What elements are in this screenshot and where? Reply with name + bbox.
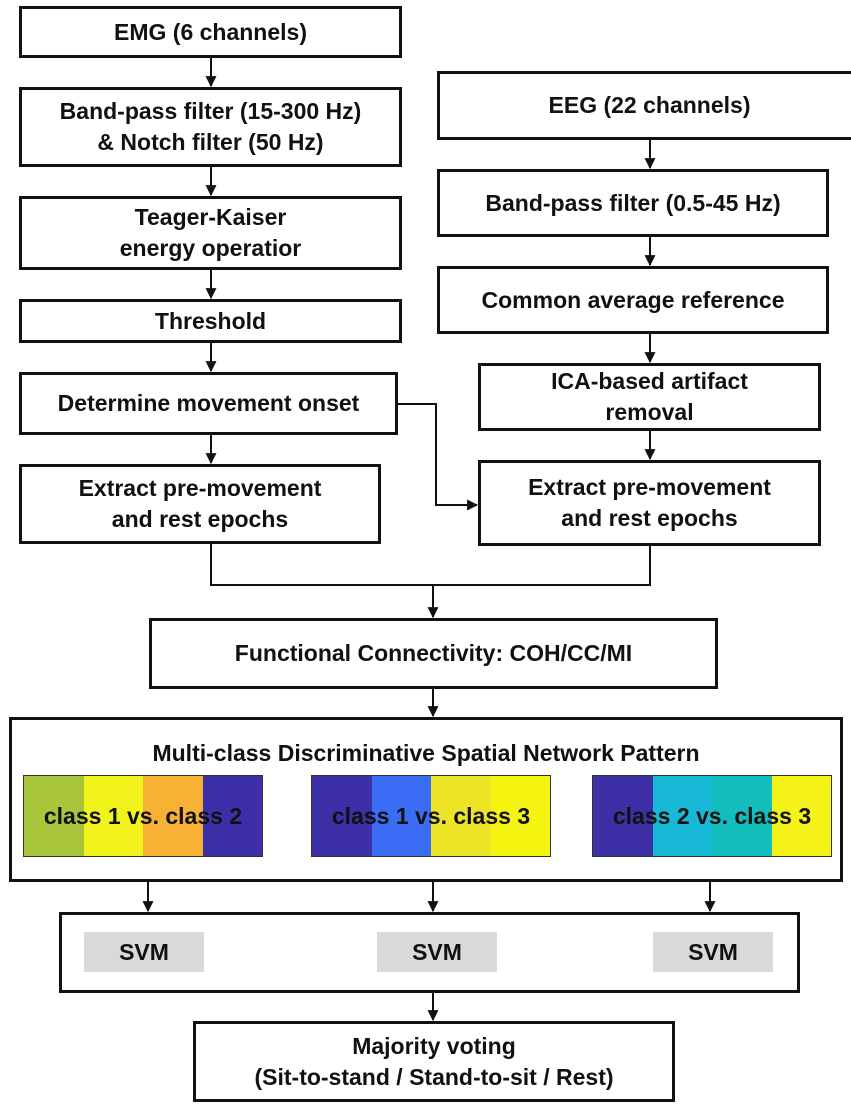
strip-segment — [312, 776, 372, 856]
strip-segment — [652, 776, 712, 856]
emg-source-box: EMG (6 channels) — [19, 6, 402, 58]
emg-epochs-line-2: and rest epochs — [111, 506, 289, 532]
eeg-source-box: EEG (22 channels) — [437, 71, 851, 140]
emg-source-line-1: EMG (6 channels) — [114, 18, 307, 45]
voting-line-2: (Sit-to-stand / Stand-to-sit / Rest) — [254, 1063, 614, 1090]
emg-filter-line-2: & Notch filter (50 Hz) — [97, 129, 324, 155]
emg-epochs-box: Extract pre-movement and rest epochs — [19, 464, 381, 544]
threshold-line-1: Threshold — [154, 307, 267, 334]
connectivity-box: Functional Connectivity: COH/CC/MI — [149, 618, 718, 689]
arrow-onset-to-eeg-epochs — [398, 403, 479, 511]
ica-line-2: removal — [605, 399, 694, 425]
eeg-source-line-1: EEG (22 channels) — [548, 92, 751, 118]
emg-epochs-line-1: Extract pre-movement — [78, 475, 322, 501]
strip-label: class 1 vs. class 3 — [331, 802, 531, 829]
strip-segment — [771, 776, 831, 856]
tkeo-line-2: energy operatior — [119, 235, 302, 261]
svm-block-2: SVM — [377, 932, 497, 972]
voting-line-1: Majority voting — [352, 1032, 516, 1059]
class-1-vs-3-strip: class 1 vs. class 3 — [311, 775, 551, 857]
car-line-1: Common average reference — [481, 286, 785, 313]
strip-segment — [712, 776, 772, 856]
merge-line — [210, 544, 651, 586]
strip-segment — [24, 776, 84, 856]
emg-filter-box: Band-pass filter (15-300 Hz) & Notch fil… — [19, 87, 402, 167]
strip-segment — [202, 776, 262, 856]
eeg-epochs-line-2: and rest epochs — [561, 505, 738, 531]
movement-onset-box: Determine movement onset — [19, 372, 398, 435]
tkeo-line-1: Teager-Kaiser — [134, 204, 287, 230]
strip-segment — [83, 776, 143, 856]
strip-label: class 1 vs. class 2 — [43, 802, 243, 829]
movement-onset-line-1: Determine movement onset — [57, 390, 360, 416]
strip-segment — [490, 776, 550, 856]
eeg-filter-box: Band-pass filter (0.5-45 Hz) — [437, 169, 829, 237]
majority-voting-box: Majority voting (Sit-to-stand / Stand-to… — [193, 1021, 675, 1102]
strip-segment — [593, 776, 653, 856]
svm-block-1: SVM — [84, 932, 204, 972]
ica-box: ICA-based artifact removal — [478, 363, 821, 431]
eeg-filter-line-1: Band-pass filter (0.5-45 Hz) — [485, 189, 781, 216]
strip-segment — [431, 776, 491, 856]
eeg-epochs-box: Extract pre-movement and rest epochs — [478, 460, 821, 546]
svm-block-3: SVM — [653, 932, 773, 972]
threshold-box: Threshold — [19, 299, 402, 343]
car-box: Common average reference — [437, 266, 829, 334]
class-1-vs-2-strip: class 1 vs. class 2 — [23, 775, 263, 857]
emg-filter-line-1: Band-pass filter (15-300 Hz) — [59, 98, 362, 124]
connectivity-line-1: Functional Connectivity: COH/CC/MI — [234, 640, 633, 666]
eeg-epochs-line-1: Extract pre-movement — [528, 474, 771, 500]
strip-label: class 2 vs. class 3 — [612, 802, 812, 829]
dsnp-title: Multi-class Discriminative Spatial Netwo… — [152, 740, 700, 766]
class-2-vs-3-strip: class 2 vs. class 3 — [592, 775, 832, 857]
ica-line-1: ICA-based artifact — [551, 368, 748, 394]
tkeo-box: Teager-Kaiser energy operatior — [19, 196, 402, 270]
strip-segment — [143, 776, 203, 856]
strip-segment — [371, 776, 431, 856]
